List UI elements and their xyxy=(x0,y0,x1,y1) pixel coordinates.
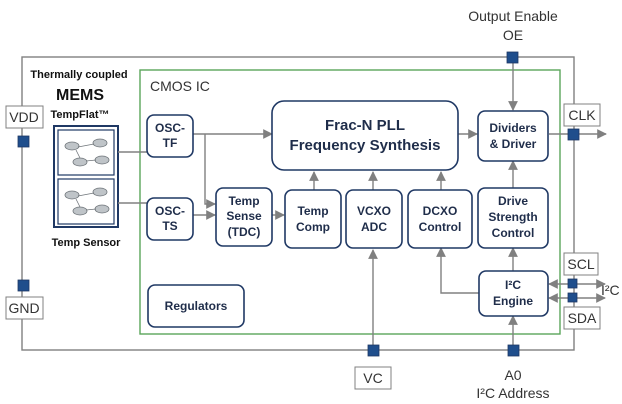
osc-tf-block: OSC-TF xyxy=(146,114,194,158)
cmos-ic-label: CMOS IC xyxy=(150,78,210,94)
svg-text:SDA: SDA xyxy=(568,310,597,326)
oe-pin-label: OE xyxy=(503,27,523,43)
i2c-bus-label: I²C xyxy=(601,282,620,298)
svg-text:VDD: VDD xyxy=(9,109,39,125)
mems-resonator-tf xyxy=(57,129,115,176)
svg-text:GND: GND xyxy=(8,300,39,316)
svg-text:OSC-TF: OSC-TF xyxy=(155,121,185,150)
i2c-address-label: I²C Address xyxy=(476,385,549,401)
vdd-pin: VDD xyxy=(5,105,44,148)
svg-text:OSC-TS: OSC-TS xyxy=(155,204,185,233)
osc-ts-block: OSC-TS xyxy=(146,197,194,241)
scl-pin: SCL xyxy=(563,252,599,289)
mems-resonator-icon xyxy=(64,138,110,167)
mems-caption-line1: Thermally coupled xyxy=(30,69,127,81)
output-enable-title: Output Enable xyxy=(468,8,558,24)
mems-caption-line3: TempFlat™ xyxy=(50,109,109,121)
svg-text:SCL: SCL xyxy=(567,256,594,272)
cmos-ic-region xyxy=(139,69,561,335)
dividers-driver-block: Dividers& Driver xyxy=(477,110,549,162)
sda-pin: SDA xyxy=(563,292,601,330)
regulators-block: Regulators xyxy=(147,284,245,328)
a0-pin: A0 I²C Address xyxy=(476,344,550,401)
a0-label: A0 xyxy=(504,367,521,383)
output-enable-pin: Output Enable OE xyxy=(468,8,558,64)
chip-package-outline xyxy=(21,56,575,351)
gnd-pin: GND xyxy=(5,279,44,320)
mems-resonator-icon-2 xyxy=(64,187,110,216)
svg-text:Regulators: Regulators xyxy=(165,299,228,313)
mems-resonator-ts xyxy=(57,178,115,225)
svg-text:CLK: CLK xyxy=(568,107,596,123)
temp-sensor-label: Temp Sensor xyxy=(52,237,122,249)
clk-pin: CLK xyxy=(563,103,601,141)
mems-caption-line2: MEMS xyxy=(56,87,104,104)
vc-pin: VC xyxy=(354,344,392,390)
svg-text:VC: VC xyxy=(363,370,382,386)
svg-text:Dividers& Driver: Dividers& Driver xyxy=(489,121,537,151)
